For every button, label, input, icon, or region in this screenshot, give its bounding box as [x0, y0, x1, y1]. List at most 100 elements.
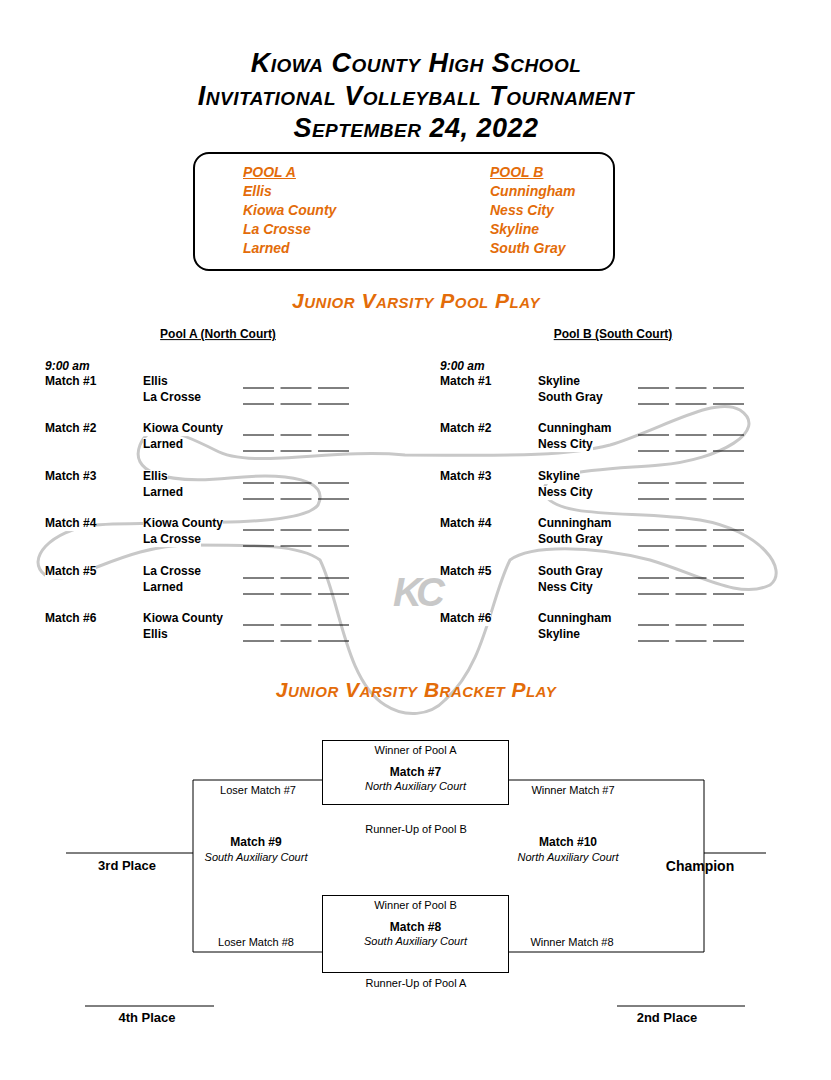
- team-name: Kiowa County: [143, 612, 223, 626]
- score-blank: [676, 404, 707, 405]
- score-blank: [638, 388, 669, 389]
- score-blank: [713, 483, 744, 484]
- score-blank: [638, 435, 669, 436]
- score-blank: [713, 578, 744, 579]
- team-name: Cunningham: [538, 422, 611, 436]
- score-blank: [281, 499, 312, 500]
- score-blank: [676, 530, 707, 531]
- score-blank: [713, 641, 744, 642]
- section-heading: Junior Varsity Pool Play: [292, 289, 540, 313]
- team-name: La Crosse: [143, 533, 201, 547]
- score-blank: [281, 483, 312, 484]
- team-name: La Crosse: [143, 391, 201, 405]
- bracket-label: Loser Match #7: [220, 784, 296, 797]
- team-name: Ellis: [143, 628, 168, 642]
- score-blank: [713, 388, 744, 389]
- title: Kiowa County High School: [251, 48, 582, 79]
- title-line: September 24, 2022: [293, 113, 538, 144]
- score-blank: [243, 594, 274, 595]
- team-name: Ellis: [143, 470, 168, 484]
- watermark-outline: [38, 406, 776, 713]
- team-name: Cunningham: [538, 612, 611, 626]
- start-time: 9:00 am: [440, 360, 485, 374]
- match-number: Match #5: [440, 565, 491, 579]
- court-name: South Auxiliary Court: [364, 935, 467, 948]
- score-blank: [638, 404, 669, 405]
- team-name: South Gray: [538, 391, 603, 405]
- team-name: South Gray: [490, 240, 565, 256]
- score-blank: [281, 625, 312, 626]
- pool-heading: Pool B (South Court): [554, 328, 673, 342]
- score-blank: [676, 499, 707, 500]
- match-number: Match #4: [45, 517, 96, 531]
- score-blank: [243, 404, 274, 405]
- place-label: 3rd Place: [98, 859, 156, 874]
- bracket-line: [193, 952, 322, 953]
- score-blank: [318, 641, 349, 642]
- score-blank: [243, 641, 274, 642]
- match-number: Match #2: [440, 422, 491, 436]
- bracket-label: Winner Match #8: [530, 936, 613, 949]
- score-blank: [676, 546, 707, 547]
- team-name: Ellis: [243, 183, 272, 199]
- score-blank: [243, 483, 274, 484]
- score-blank: [713, 435, 744, 436]
- score-blank: [281, 594, 312, 595]
- match-box: Winner of Pool BMatch #8South Auxiliary …: [322, 895, 509, 973]
- match-number: Match #10: [539, 836, 597, 850]
- score-blank: [713, 451, 744, 452]
- score-blank: [638, 530, 669, 531]
- team-name: Kiowa County: [143, 517, 223, 531]
- team-name: Ellis: [143, 375, 168, 389]
- score-blank: [638, 499, 669, 500]
- score-blank: [713, 625, 744, 626]
- score-blank: [713, 499, 744, 500]
- team-name: Cunningham: [538, 517, 611, 531]
- score-blank: [243, 499, 274, 500]
- score-blank: [318, 499, 349, 500]
- title-line: Invitational Volleyball Tournament: [198, 81, 634, 112]
- score-blank: [638, 578, 669, 579]
- score-blank: [281, 451, 312, 452]
- score-blank: [676, 625, 707, 626]
- score-blank: [318, 435, 349, 436]
- bracket-lines: [66, 780, 766, 1006]
- pool-heading: POOL A: [243, 164, 296, 180]
- watermark: KC: [393, 569, 439, 615]
- score-blank: [281, 546, 312, 547]
- court-name: South Auxiliary Court: [205, 851, 308, 864]
- team-name: Kiowa County: [243, 202, 336, 218]
- score-blank: [318, 451, 349, 452]
- score-blank: [676, 594, 707, 595]
- team-name: Larned: [143, 581, 183, 595]
- score-blank: [243, 451, 274, 452]
- score-blank: [318, 578, 349, 579]
- team-name: Ness City: [538, 438, 593, 452]
- score-blank: [318, 546, 349, 547]
- team-name: Skyline: [538, 470, 580, 484]
- team-name: Skyline: [538, 628, 580, 642]
- score-blank: [638, 451, 669, 452]
- place-label: 2nd Place: [637, 1011, 698, 1026]
- score-blanks: [243, 388, 744, 641]
- start-time: 9:00 am: [45, 360, 90, 374]
- score-blank: [638, 625, 669, 626]
- score-blank: [713, 594, 744, 595]
- score-blank: [243, 388, 274, 389]
- team-name: Cunningham: [490, 183, 576, 199]
- score-blank: [713, 546, 744, 547]
- pool-heading: Pool A (North Court): [160, 328, 276, 342]
- team-name: La Crosse: [143, 565, 201, 579]
- team-name: Larned: [143, 486, 183, 500]
- team-name: La Crosse: [243, 221, 311, 237]
- team-name: Larned: [243, 240, 290, 256]
- match-number: Match #8: [390, 920, 441, 934]
- team-name: Larned: [143, 438, 183, 452]
- bracket-line: [193, 780, 194, 952]
- score-blank: [676, 578, 707, 579]
- match-number: Match #6: [45, 612, 96, 626]
- team-name: South Gray: [538, 533, 603, 547]
- score-blank: [638, 483, 669, 484]
- score-blank: [638, 546, 669, 547]
